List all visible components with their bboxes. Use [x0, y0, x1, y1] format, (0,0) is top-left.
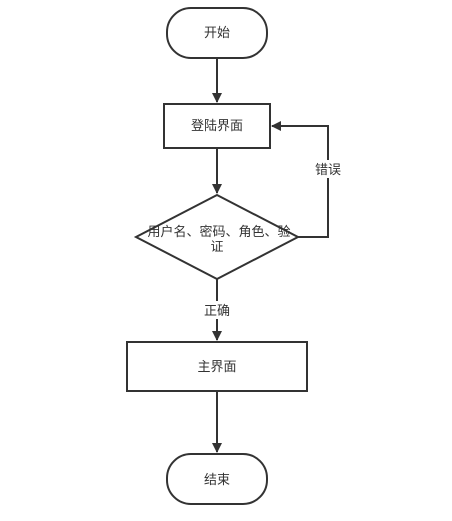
- error-label-bg: [313, 160, 343, 178]
- main-label: 主界面: [197, 360, 236, 375]
- correct-label-bg: [202, 301, 232, 319]
- check-node: 用户名、密码、角色、验 证: [133, 193, 301, 281]
- start-label: 开始: [204, 26, 230, 41]
- check-label-line2: 证: [210, 240, 223, 255]
- main-node: 主界面: [126, 341, 308, 392]
- login-label: 登陆界面: [191, 118, 243, 134]
- correct-label: 正确: [204, 304, 230, 319]
- end-node: 结束: [166, 453, 268, 505]
- end-label: 结束: [204, 473, 230, 488]
- check-label-line1: 用户名、密码、角色、验: [147, 224, 290, 240]
- start-node: 开始: [166, 7, 268, 59]
- edge-error-loop: [271, 121, 329, 238]
- error-label: 错误: [315, 163, 341, 178]
- login-node: 登陆界面: [163, 103, 271, 149]
